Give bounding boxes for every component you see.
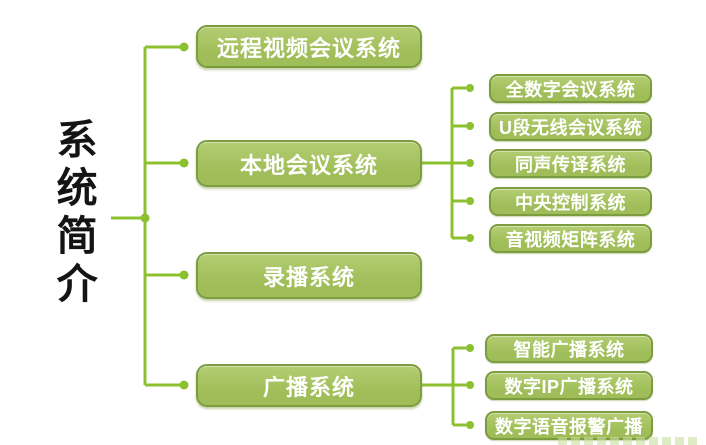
connector-dot — [466, 381, 474, 389]
node-u-band-wireless-conference: U段无线会议系统 — [489, 112, 652, 141]
connector-dot — [179, 42, 189, 52]
diagram-title: 系统简介 — [50, 118, 97, 310]
node-simultaneous-interpretation: 同声传译系统 — [489, 149, 652, 178]
connector-dot — [466, 234, 474, 242]
node-central-control: 中央控制系统 — [489, 187, 652, 216]
node-local-conference: 本地会议系统 — [196, 140, 422, 187]
node-recording-system: 录播系统 — [196, 252, 422, 299]
connector-dot — [179, 380, 189, 390]
node-broadcast-system: 广播系统 — [196, 364, 422, 407]
connector-dot — [179, 158, 189, 168]
connector-dot — [466, 84, 474, 92]
connector-dot — [466, 344, 474, 352]
connector-dot — [179, 270, 189, 280]
watermark-remnant — [558, 437, 700, 445]
node-digital-voice-alarm-broadcast: 数字语音报警广播 — [485, 411, 653, 440]
node-remote-video-conference: 远程视频会议系统 — [196, 25, 422, 68]
node-all-digital-conference: 全数字会议系统 — [489, 74, 652, 103]
connector-dot — [140, 213, 150, 223]
connector-dot — [466, 122, 474, 130]
connector-dot — [466, 159, 474, 167]
node-digital-ip-broadcast: 数字IP广播系统 — [485, 371, 653, 400]
connector-dot — [466, 421, 474, 429]
node-av-matrix: 音视频矩阵系统 — [489, 224, 652, 253]
connector-dot — [466, 197, 474, 205]
node-smart-broadcast: 智能广播系统 — [485, 334, 653, 363]
